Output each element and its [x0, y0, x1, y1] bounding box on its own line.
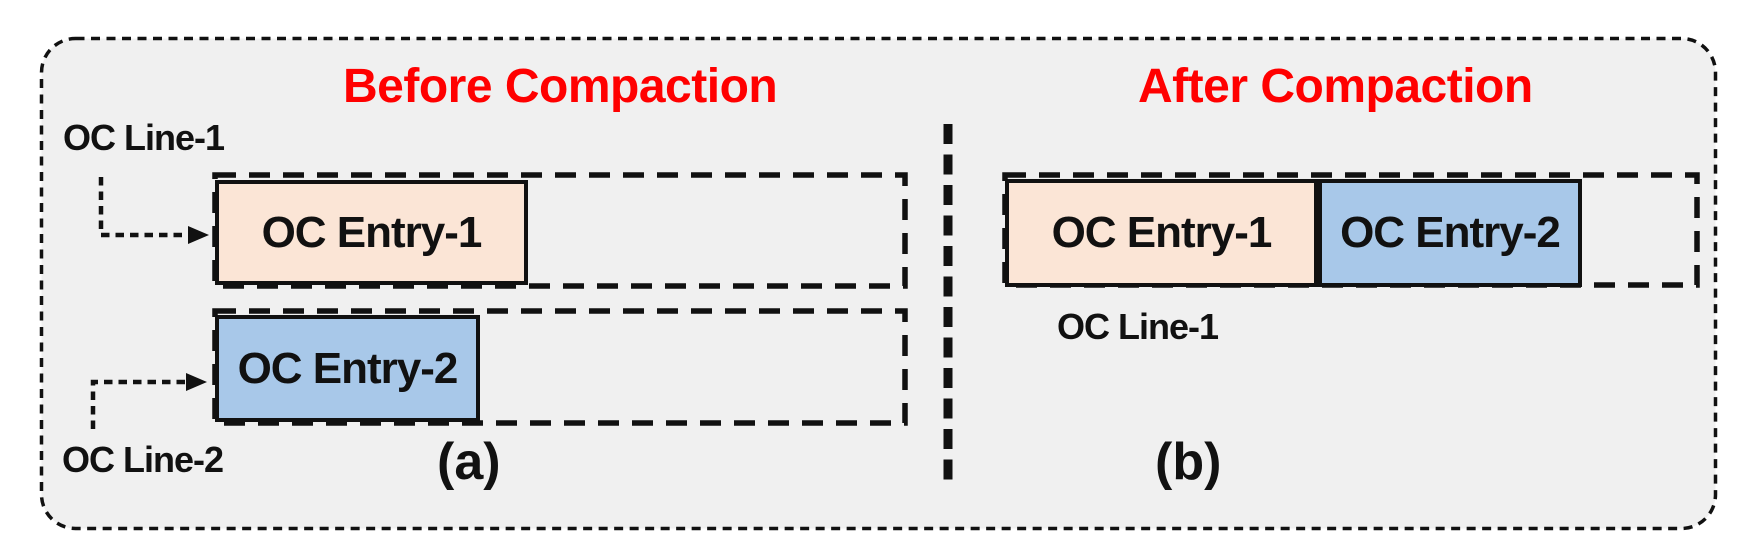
oc-entry-1-label-before: OC Entry-1	[261, 207, 483, 257]
oc-entry-1-box-before: OC Entry-1	[215, 180, 528, 285]
arrowhead-entry2-icon	[186, 373, 207, 391]
oc-entry-2-box-before: OC Entry-2	[215, 315, 480, 422]
oc-entry-2-box-after: OC Entry-2	[1318, 179, 1582, 287]
panel-caption-a: (a)	[437, 433, 501, 491]
oc-entry-1-label-after: OC Entry-1	[1051, 208, 1273, 257]
oc-line-1-label-before: OC Line-1	[63, 117, 225, 158]
arrow-line2-to-entry2	[90, 379, 188, 429]
oc-line-1-label-after: OC Line-1	[1057, 306, 1219, 347]
oc-line-2-label-before: OC Line-2	[62, 439, 224, 480]
panel-title-after: After Compaction	[1138, 60, 1533, 113]
oc-entry-2-label-after: OC Entry-2	[1340, 208, 1561, 257]
panel-caption-b: (b)	[1155, 433, 1222, 491]
arrow-line1-to-entry1	[98, 177, 190, 238]
panel-title-before: Before Compaction	[343, 60, 778, 113]
arrowhead-entry1-icon	[188, 226, 209, 244]
oc-entry-2-label-before: OC Entry-2	[237, 343, 459, 393]
oc-entry-1-box-after: OC Entry-1	[1005, 179, 1318, 287]
